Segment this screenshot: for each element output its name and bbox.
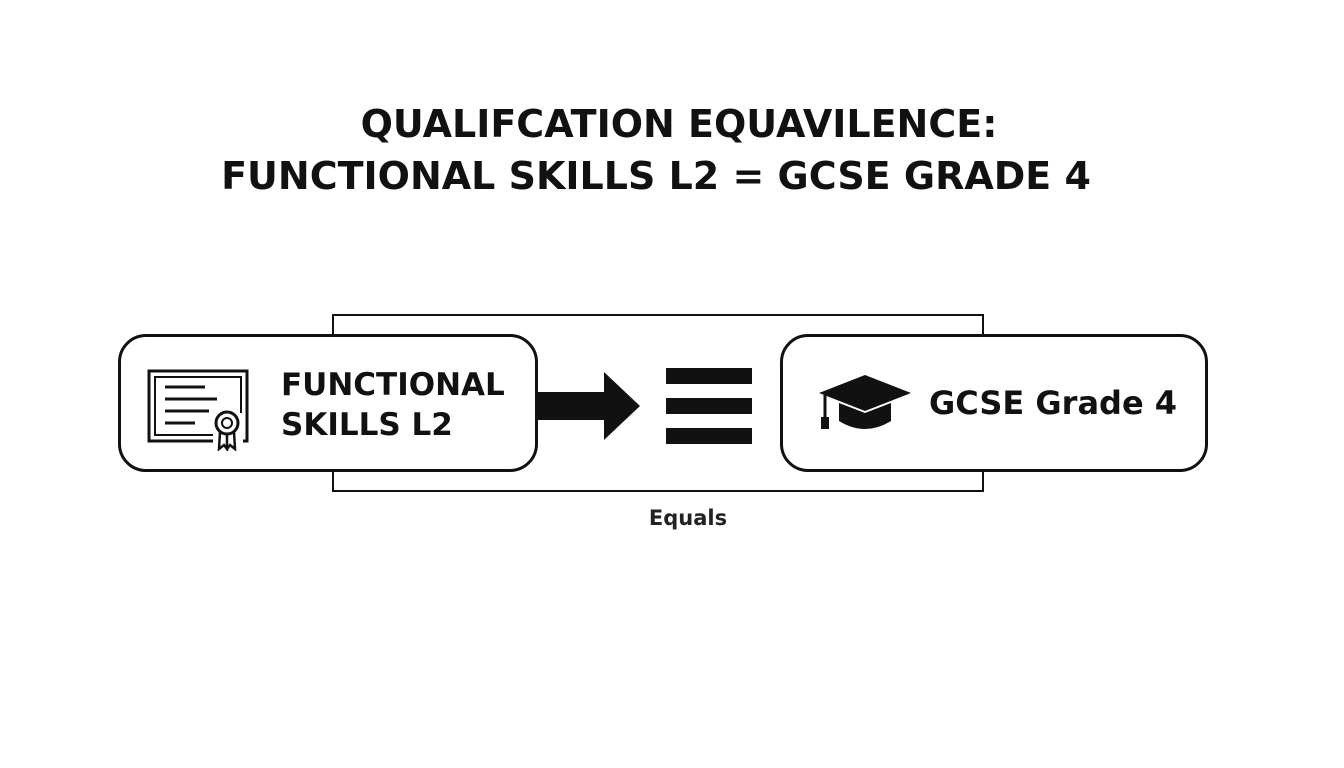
gcse-grade-box: GCSE Grade 4: [780, 334, 1208, 472]
gcse-grade-label: GCSE Grade 4: [929, 384, 1178, 422]
graduation-cap-icon: [819, 375, 911, 429]
title-line-1: QUALIFCATION EQUAVILENCE:: [360, 102, 998, 146]
functional-skills-box: FUNCTIONAL SKILLS L2: [118, 334, 538, 472]
identical-to-icon: [666, 368, 752, 444]
functional-skills-label: FUNCTIONAL SKILLS L2: [281, 367, 505, 443]
certificate-icon: [147, 369, 249, 451]
equals-caption: Equals: [648, 506, 728, 530]
title-line-2: FUNCTIONAL SKILLS L2 = GCSE GRADE 4: [221, 154, 1091, 198]
diagram-title: QUALIFCATION EQUAVILENCE: FUNCTIONAL SKI…: [0, 98, 1344, 202]
right-arrow-icon: [536, 372, 640, 440]
